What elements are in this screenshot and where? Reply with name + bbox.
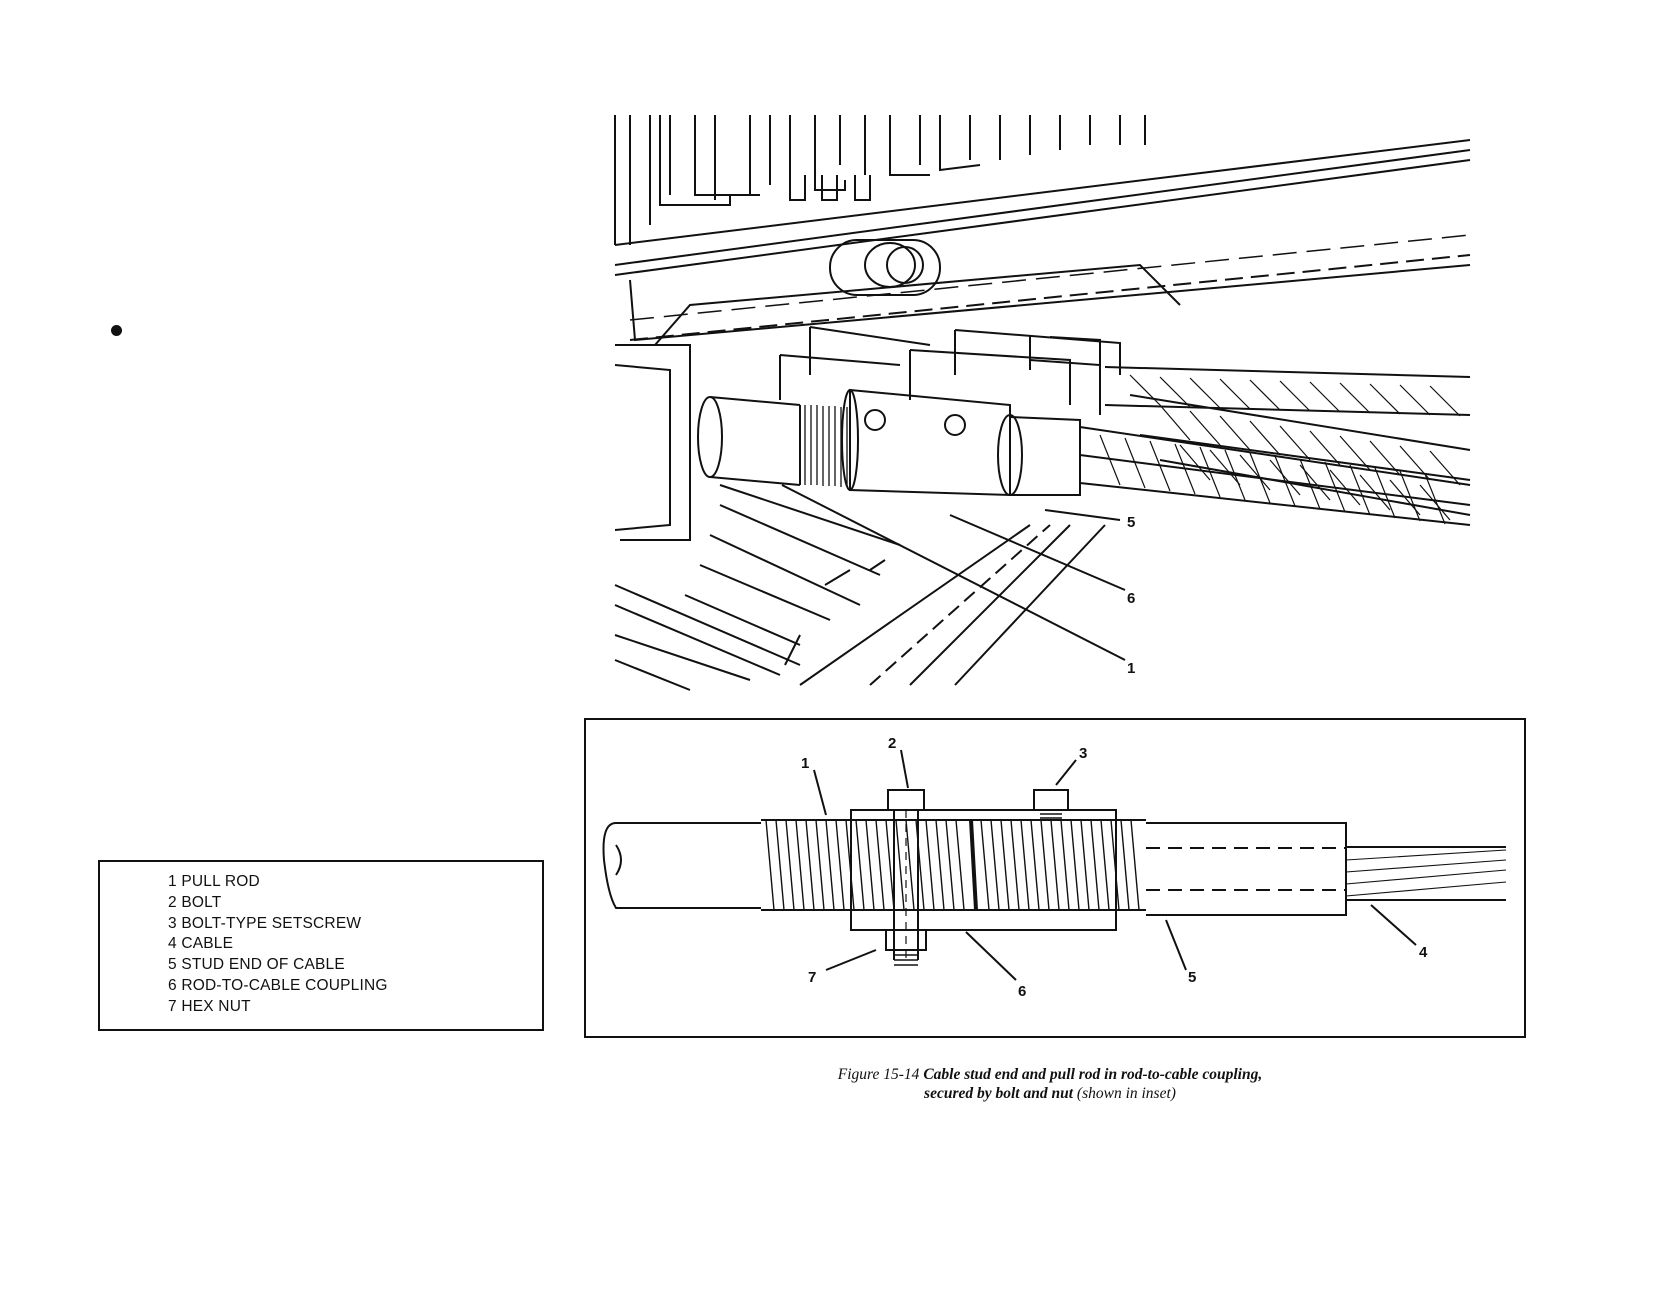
callout-6: 6	[1127, 590, 1135, 607]
legend-item: 5 STUD END OF CABLE	[168, 956, 345, 974]
parts-legend: 1 PULL ROD 2 BOLT 3 BOLT-TYPE SETSCREW 4…	[98, 860, 544, 1031]
caption-line-1: Figure 15-14 Cable stud end and pull rod…	[640, 1065, 1460, 1084]
inset-callout-2: 2	[888, 735, 896, 752]
inset-illustration: 2 3 1 7 6 5 4	[602, 735, 1507, 1000]
inset-callout-5: 5	[1188, 969, 1196, 986]
inset-detail: 2 3 1 7 6 5 4	[584, 718, 1526, 1038]
caption-bold-line1: Cable stud end and pull rod in rod-to-ca…	[923, 1066, 1263, 1083]
inset-callout-6: 6	[1018, 983, 1026, 1000]
caption-line-2: secured by bolt and nut (shown in inset)	[640, 1084, 1460, 1103]
caption-italic-tail: (shown in inset)	[1076, 1085, 1176, 1102]
figure-label: Figure 15-14	[837, 1066, 920, 1083]
legend-item: 4 CABLE	[168, 935, 234, 953]
callout-5: 5	[1127, 514, 1135, 531]
callout-1: 1	[1127, 660, 1135, 677]
inset-callout-4: 4	[1419, 944, 1428, 961]
legend-item: 1 PULL ROD	[168, 873, 260, 890]
inset-callout-1: 1	[801, 755, 809, 772]
bullet-mark	[111, 325, 122, 336]
legend-item: 6 ROD-TO-CABLE COUPLING	[168, 976, 388, 994]
legend-item: 2 BOLT	[168, 893, 222, 911]
inset-callout-3: 3	[1079, 745, 1087, 762]
legend-item: 7 HEX NUT	[168, 997, 251, 1015]
legend-item: 3 BOLT-TYPE SETSCREW	[168, 914, 362, 932]
caption-bold-line2: secured by bolt and nut	[924, 1085, 1074, 1102]
inset-callout-7: 7	[808, 969, 816, 986]
figure-caption: Figure 15-14 Cable stud end and pull rod…	[640, 1065, 1460, 1103]
main-illustration: 5 6 1	[614, 115, 1471, 691]
